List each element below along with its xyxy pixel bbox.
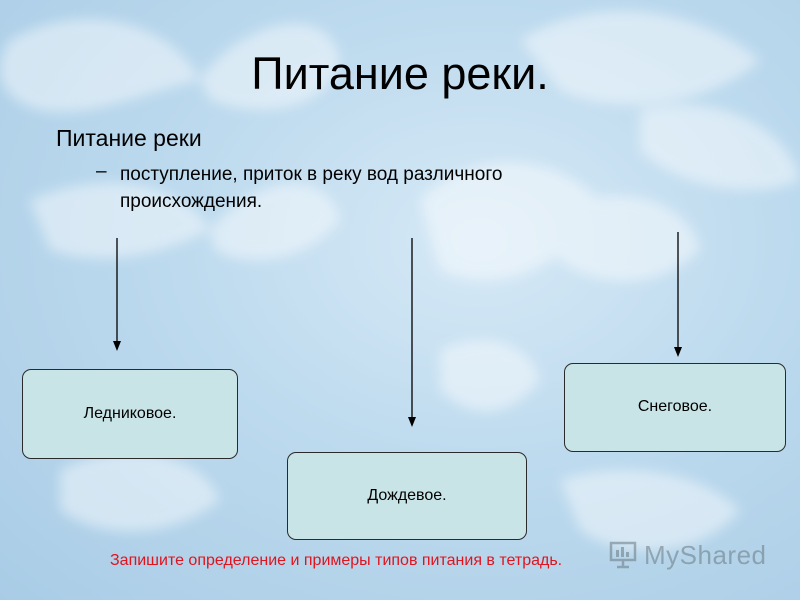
glacial-feeding-label: Ледниковое. [83, 405, 177, 422]
arrow-to-rain [408, 238, 416, 427]
watermark-text: MyShared [644, 539, 767, 570]
rain-feeding-label: Дождевое. [367, 487, 447, 504]
arrow-to-snow [674, 232, 682, 357]
definition-dash: – [96, 161, 107, 182]
definition-term: Питание реки [56, 125, 202, 151]
glacial-feeding-box: Ледниковое. [22, 369, 238, 459]
rain-feeding-box: Дождевое. [287, 452, 527, 540]
snow-feeding-box: Снеговое. [564, 363, 786, 452]
slide-title: Питание реки. [251, 48, 549, 99]
instruction-text: Запишите определение и примеры типов пит… [110, 552, 563, 569]
snow-feeding-label: Снеговое. [637, 397, 713, 415]
definition-text: поступление, приток в реку вод различног… [120, 164, 503, 212]
watermark: MyShared [608, 535, 767, 575]
presentation-icon [609, 541, 637, 569]
arrow-to-glacial [113, 238, 121, 351]
